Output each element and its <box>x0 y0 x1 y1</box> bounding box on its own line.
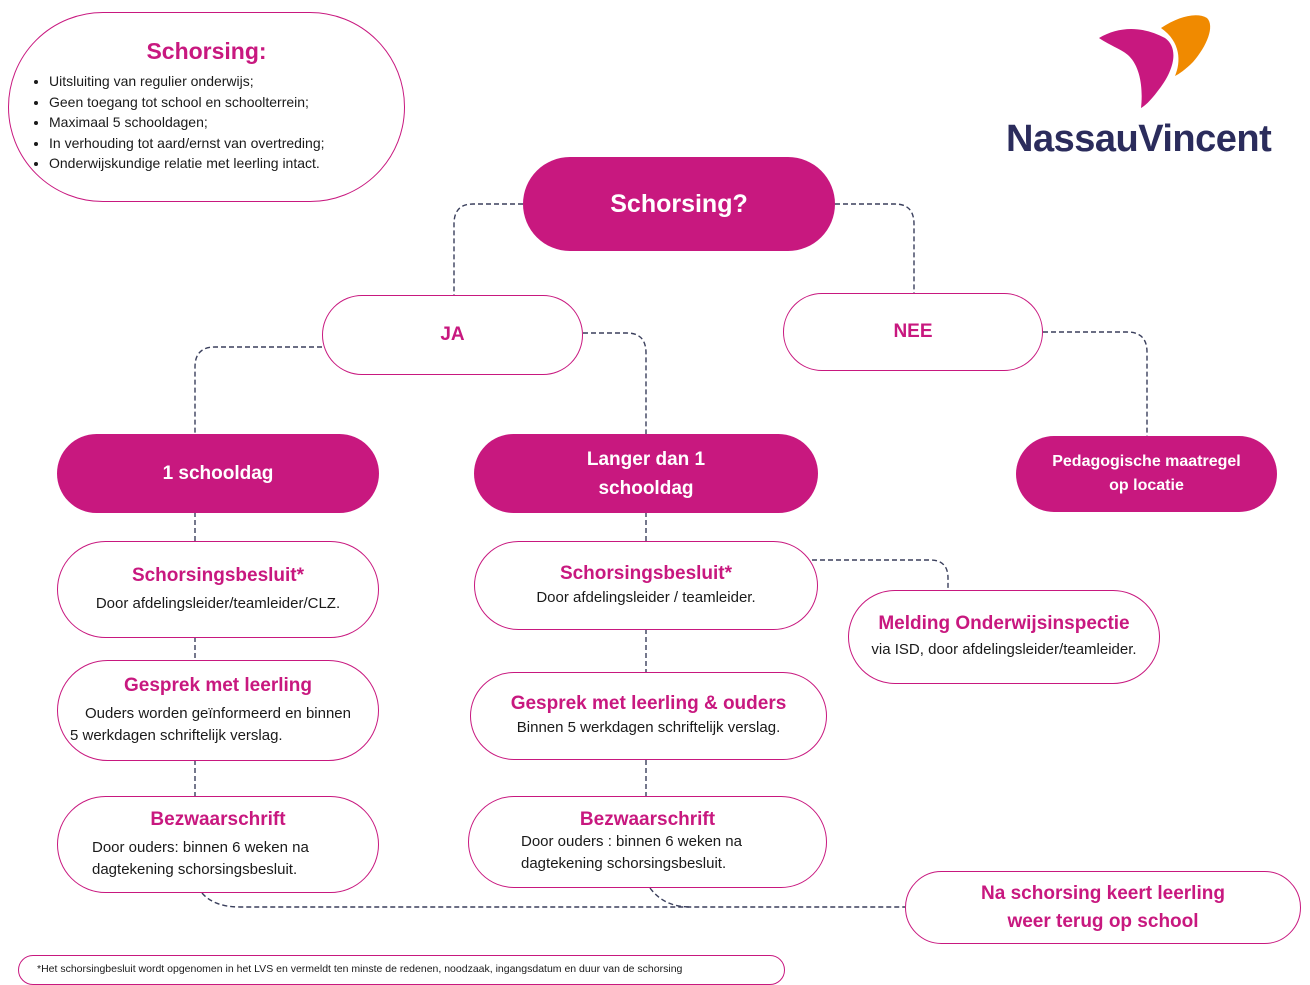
left-bezwaar-text-2: dagtekening schorsingsbesluit. <box>92 860 298 878</box>
footnote-box: *Het schorsingbesluit wordt opgenomen in… <box>18 955 785 985</box>
middle-gesprek-text: Binnen 5 werkdagen schriftelijk verslag. <box>516 719 781 736</box>
longer-label-1: Langer dan 1 <box>586 448 706 470</box>
left-gesprek-text-2: 5 werkdagen schriftelijk verslag. <box>70 726 283 744</box>
info-item: Onderwijskundige relatie met leerling in… <box>49 153 404 174</box>
middle-bezwaar-title: Bezwaarschrift <box>579 809 716 830</box>
pedagogisch-label-2: op locatie <box>1109 477 1184 494</box>
info-item: Maximaal 5 schooldagen; <box>49 112 404 133</box>
info-box-title: Schorsing: <box>146 38 267 64</box>
nee-node: NEE <box>783 293 1043 371</box>
terug-label-1: Na schorsing keert leerling <box>981 882 1225 904</box>
middle-besluit-node: Schorsingsbesluit* Door afdelingsleider … <box>474 541 818 630</box>
root-question-label: Schorsing? <box>610 189 748 218</box>
middle-gesprek-title: Gesprek met leerling & ouders <box>510 693 787 714</box>
connector-root-ja <box>453 203 523 300</box>
connector-ja-left <box>194 346 322 436</box>
melding-title: Melding Onderwijsinspectie <box>878 613 1130 634</box>
left-besluit-node: Schorsingsbesluit* Door afdelingsleider/… <box>57 541 379 638</box>
connector-root-nee <box>835 203 915 294</box>
connector-left-return <box>201 892 905 908</box>
connector-middle-return <box>649 887 691 908</box>
footnote-text: *Het schorsingbesluit wordt opgenomen in… <box>37 962 683 975</box>
terug-node: Na schorsing keert leerling weer terug o… <box>905 871 1301 944</box>
left-gesprek-node: Gesprek met leerling Ouders worden geïnf… <box>57 660 379 761</box>
middle-besluit-text: Door afdelingsleider / teamleider. <box>536 588 756 606</box>
info-item: Uitsluiting van regulier onderwijs; <box>49 71 404 92</box>
middle-bezwaar-text-2: dagtekening schorsingsbesluit. <box>521 855 727 872</box>
ja-node: JA <box>322 295 583 375</box>
connector-nee-ped <box>1043 331 1148 436</box>
left-besluit-title: Schorsingsbesluit* <box>131 564 305 586</box>
info-box-list: Uitsluiting van regulier onderwijs; Geen… <box>9 71 404 174</box>
middle-bezwaar-node: Bezwaarschrift Door ouders : binnen 6 we… <box>468 796 827 888</box>
longer-node: Langer dan 1 schooldag <box>474 434 818 513</box>
logo-text: NassauVincent <box>1006 118 1272 160</box>
left-bezwaar-text-1: Door ouders: binnen 6 weken na <box>92 838 309 856</box>
melding-text: via ISD, door afdelingsleider/teamleider… <box>871 641 1137 658</box>
root-question-node: Schorsing? <box>523 157 835 251</box>
pedagogisch-label-1: Pedagogische maatregel <box>1052 453 1241 470</box>
left-gesprek-title: Gesprek met leerling <box>124 674 312 696</box>
info-item: In verhouding tot aard/ernst van overtre… <box>49 133 404 154</box>
left-gesprek-text-1: Ouders worden geïnformeerd en binnen <box>84 704 351 722</box>
info-box: Schorsing: Uitsluiting van regulier onde… <box>8 12 405 202</box>
middle-bezwaar-text-1: Door ouders : binnen 6 weken na <box>521 833 742 850</box>
middle-besluit-title: Schorsingsbesluit* <box>559 562 733 584</box>
melding-node: Melding Onderwijsinspectie via ISD, door… <box>848 590 1160 684</box>
logo: NassauVincent <box>1000 10 1305 170</box>
terug-label-2: weer terug op school <box>1007 910 1199 932</box>
logo-mark-icon <box>1099 15 1211 108</box>
left-besluit-text: Door afdelingsleider/teamleider/CLZ. <box>95 594 341 612</box>
connector-melding <box>812 559 949 590</box>
left-bezwaar-node: Bezwaarschrift Door ouders: binnen 6 wek… <box>57 796 379 893</box>
info-item: Geen toegang tot school en schoolterrein… <box>49 92 404 113</box>
ja-label: JA <box>440 324 465 345</box>
nee-label: NEE <box>893 321 933 342</box>
pedagogisch-node: Pedagogische maatregel op locatie <box>1016 436 1277 512</box>
longer-label-2: schooldag <box>598 477 694 499</box>
one-day-label: 1 schooldag <box>162 462 274 484</box>
left-bezwaar-title: Bezwaarschrift <box>150 808 286 830</box>
connector-ja-middle <box>583 332 647 436</box>
middle-gesprek-node: Gesprek met leerling & ouders Binnen 5 w… <box>470 672 827 760</box>
one-day-node: 1 schooldag <box>57 434 379 513</box>
